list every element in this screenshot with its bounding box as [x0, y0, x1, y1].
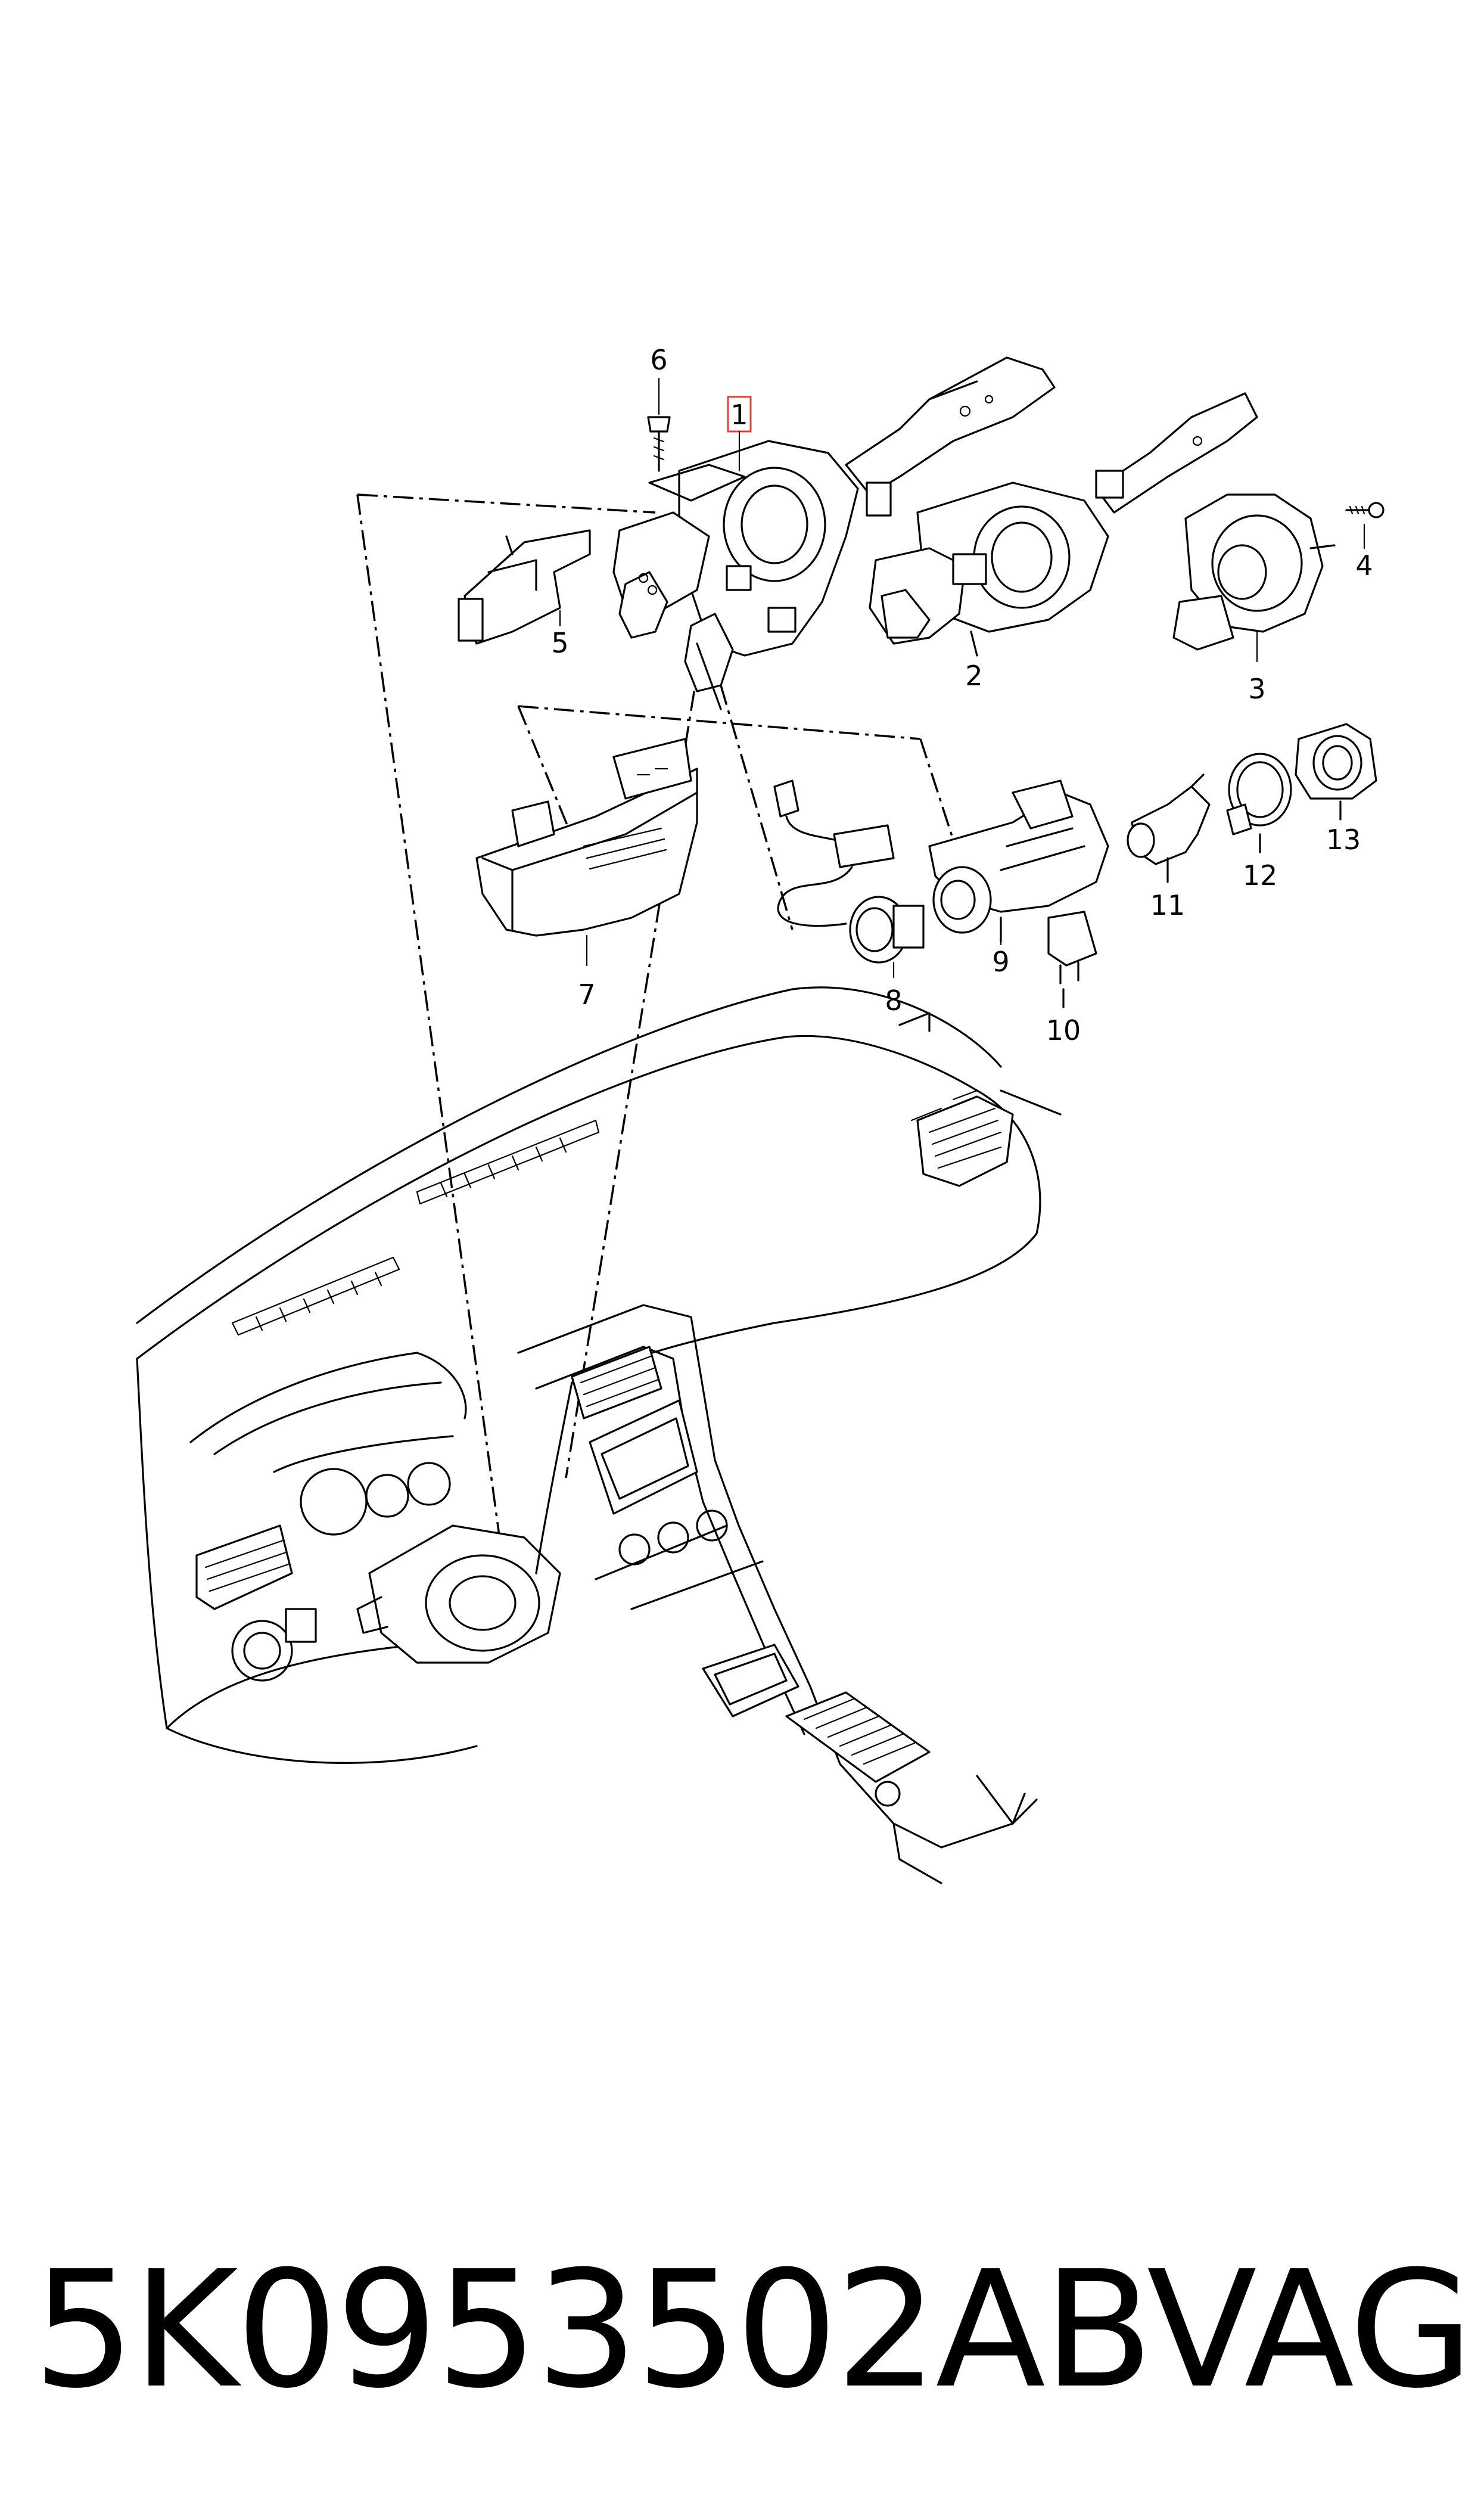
svg-text:10: 10	[1046, 1014, 1081, 1046]
svg-text:5: 5	[551, 627, 568, 659]
part-6-screw	[647, 416, 671, 472]
svg-text:3: 3	[1248, 673, 1265, 705]
callout-3[interactable]: 3	[1248, 630, 1266, 705]
callout-6[interactable]: 6	[650, 344, 668, 415]
part-10-ignition-switch	[1047, 911, 1097, 1008]
svg-text:11: 11	[1150, 889, 1186, 921]
svg-text:13: 13	[1326, 824, 1361, 856]
svg-text:7: 7	[578, 979, 595, 1011]
callout-10[interactable]: 10	[1046, 1014, 1081, 1046]
part-4-screw	[1345, 502, 1385, 518]
callout-1[interactable]: 1	[727, 396, 752, 472]
dashboard-illustration	[136, 986, 1062, 1884]
callout-5[interactable]: 5	[551, 610, 569, 659]
part-8-reader-coil	[773, 779, 925, 964]
svg-text:9: 9	[992, 946, 1009, 978]
part-12-ring	[1226, 753, 1292, 853]
callout-11[interactable]: 11	[1150, 889, 1186, 921]
callout-12[interactable]: 12	[1243, 859, 1278, 892]
part-13-antenna-ring	[1295, 723, 1377, 821]
svg-text:1: 1	[730, 399, 748, 431]
svg-text:4: 4	[1355, 549, 1373, 582]
svg-text:12: 12	[1243, 859, 1278, 892]
callout-7[interactable]: 7	[578, 934, 596, 1011]
assembly-reference-lines	[356, 493, 960, 1580]
callout-4[interactable]: 4	[1355, 523, 1373, 582]
part-11-lock-cylinder	[1127, 774, 1211, 883]
callout-13[interactable]: 13	[1326, 824, 1361, 856]
svg-text:2: 2	[965, 660, 982, 692]
part-number-caption: 5K0953502AB	[33, 2236, 1153, 2424]
part-3-clock-spring	[1172, 493, 1336, 651]
callout-9[interactable]: 9	[992, 940, 1010, 978]
part-7-control-unit	[475, 738, 698, 937]
svg-text:6: 6	[650, 344, 667, 376]
callout-8[interactable]: 8	[885, 961, 903, 1017]
brand-caption: VAG	[1147, 2236, 1474, 2424]
part-2-switch-variant	[869, 392, 1258, 657]
part-1-combination-switch	[612, 356, 1056, 710]
callout-2[interactable]: 2	[965, 660, 982, 692]
part-5-bracket	[458, 529, 591, 645]
part-9-lock-housing	[928, 779, 1109, 943]
